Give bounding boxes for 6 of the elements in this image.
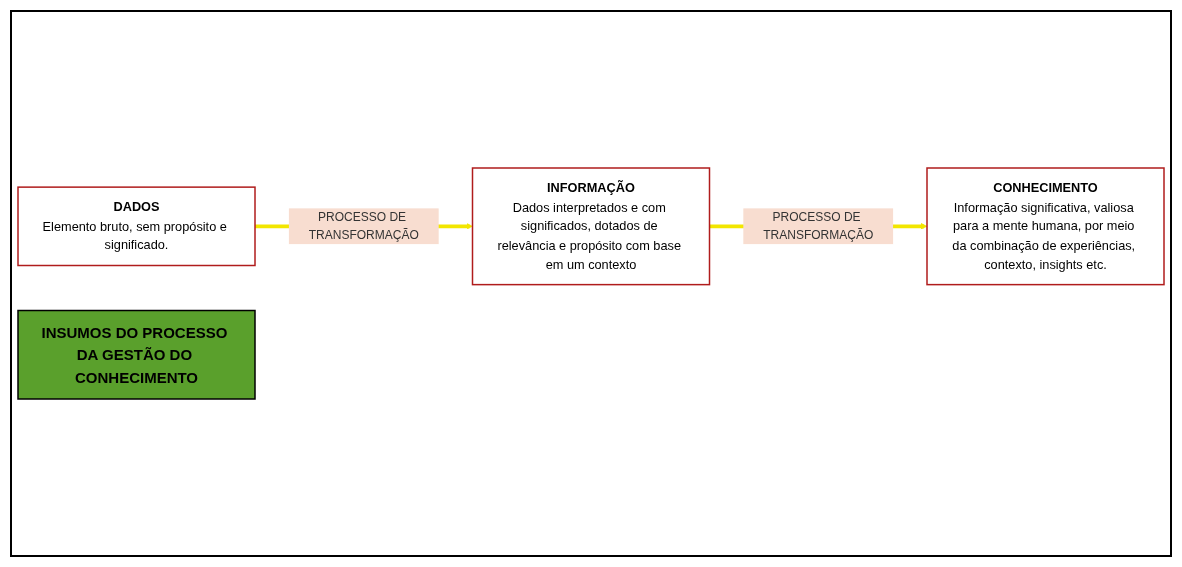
node-box: DADOS Elemento bruto, sem propósito e significado. bbox=[17, 186, 256, 267]
node-box: CONHECIMENTO Informação significativa, valiosa para a mente humana, por meio da combinação de experiências, contexto, insights etc. bbox=[926, 167, 1165, 286]
node-box: INFORMAÇÃO Dados interpretados e com significados, dotados de relevância e propósito com base em um contexto bbox=[471, 167, 711, 286]
node-box: INSUMOS DO PROCESSO DA GESTÃO DO CONHECIMENTO bbox=[17, 309, 256, 400]
edge-label: PROCESSO DE TRANSFORMAÇÃO bbox=[308, 210, 419, 242]
edge-label: PROCESSO DE TRANSFORMAÇÃO bbox=[763, 210, 874, 242]
